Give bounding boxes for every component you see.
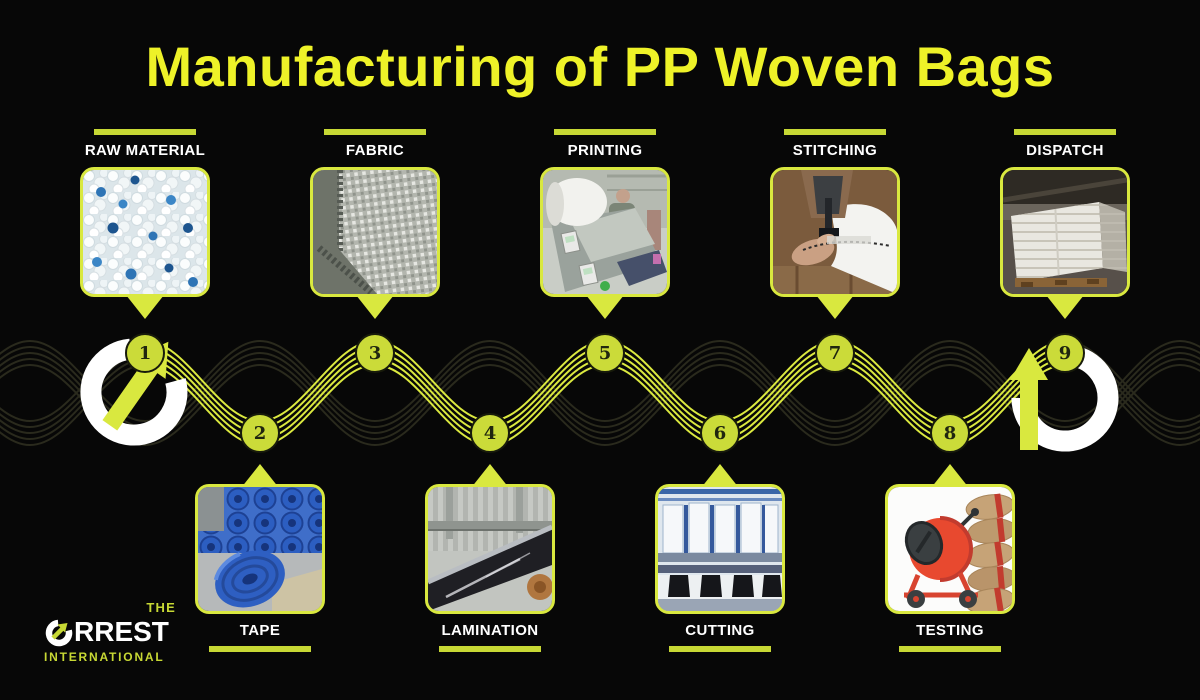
accent-bar bbox=[209, 646, 311, 652]
step-photo-frame bbox=[425, 484, 555, 614]
accent-bar bbox=[1014, 129, 1116, 135]
printing-machine-photo bbox=[543, 170, 667, 294]
pointer-down-icon bbox=[126, 295, 164, 319]
step-number-chip: 8 bbox=[930, 413, 970, 453]
blue-tape-rolls-photo bbox=[198, 487, 322, 611]
step-card-testing: TESTING bbox=[884, 464, 1016, 652]
pointer-down-icon bbox=[356, 295, 394, 319]
step-number-chip: 5 bbox=[585, 333, 625, 373]
accent-bar bbox=[94, 129, 196, 135]
warehouse-stacked-bags-photo bbox=[1003, 170, 1127, 294]
step-card-cutting: CUTTING bbox=[654, 464, 786, 652]
mixer-load-test-photo bbox=[888, 487, 1012, 611]
step-number-chip: 3 bbox=[355, 333, 395, 373]
accent-bar bbox=[784, 129, 886, 135]
step-label: STITCHING bbox=[792, 142, 878, 159]
woven-fabric-roll-photo bbox=[313, 170, 437, 294]
step-card-fabric: FABRIC bbox=[309, 129, 441, 319]
accent-bar bbox=[439, 646, 541, 652]
pointer-down-icon bbox=[586, 295, 624, 319]
step-photo-frame bbox=[80, 167, 210, 297]
step-photo-frame bbox=[195, 484, 325, 614]
step-card-lamination: LAMINATION bbox=[424, 464, 556, 652]
accent-bar bbox=[899, 646, 1001, 652]
step-photo-frame bbox=[885, 484, 1015, 614]
accent-bar bbox=[669, 646, 771, 652]
step-card-dispatch: DISPATCH bbox=[999, 129, 1131, 319]
step-number-chip: 9 bbox=[1045, 333, 1085, 373]
step-number-chip: 2 bbox=[240, 413, 280, 453]
step-label: FABRIC bbox=[345, 142, 405, 159]
step-card-printing: PRINTING bbox=[539, 129, 671, 319]
cutting-machine-photo bbox=[658, 487, 782, 611]
lamination-film-machine-photo bbox=[428, 487, 552, 611]
step-label: RAW MATERIAL bbox=[84, 142, 206, 159]
step-number-chip: 1 bbox=[125, 333, 165, 373]
step-photo-frame bbox=[310, 167, 440, 297]
accent-bar bbox=[554, 129, 656, 135]
step-card-tape: TAPE bbox=[194, 464, 326, 652]
step-photo-frame bbox=[655, 484, 785, 614]
step-number-chip: 4 bbox=[470, 413, 510, 453]
step-card-stitching: STITCHING bbox=[769, 129, 901, 319]
brand-logo: THE RREST INTERNATIONAL bbox=[44, 600, 180, 664]
pointer-down-icon bbox=[816, 295, 854, 319]
pp-granules-photo bbox=[83, 170, 207, 294]
step-photo-frame bbox=[1000, 167, 1130, 297]
step-number-chip: 6 bbox=[700, 413, 740, 453]
loop-arrow-o-icon bbox=[45, 619, 73, 647]
step-label: CUTTING bbox=[685, 622, 755, 639]
step-label: TAPE bbox=[239, 622, 281, 639]
step-photo-frame bbox=[540, 167, 670, 297]
stitching-machine-photo bbox=[773, 170, 897, 294]
step-label: DISPATCH bbox=[1026, 142, 1104, 159]
pointer-down-icon bbox=[1046, 295, 1084, 319]
brand-wordmark: RREST bbox=[74, 616, 169, 647]
accent-bar bbox=[324, 129, 426, 135]
page-title: Manufacturing of PP Woven Bags bbox=[145, 35, 1055, 98]
step-card-raw-material: RAW MATERIAL bbox=[79, 129, 211, 319]
brand-prefix: THE bbox=[146, 600, 176, 615]
step-label: PRINTING bbox=[567, 142, 643, 159]
step-number-chip: 7 bbox=[815, 333, 855, 373]
step-photo-frame bbox=[770, 167, 900, 297]
step-label: TESTING bbox=[916, 622, 984, 639]
loop-arrow-icon bbox=[1010, 345, 1119, 452]
step-label: LAMINATION bbox=[441, 622, 539, 639]
brand-suffix: INTERNATIONAL bbox=[44, 650, 165, 664]
